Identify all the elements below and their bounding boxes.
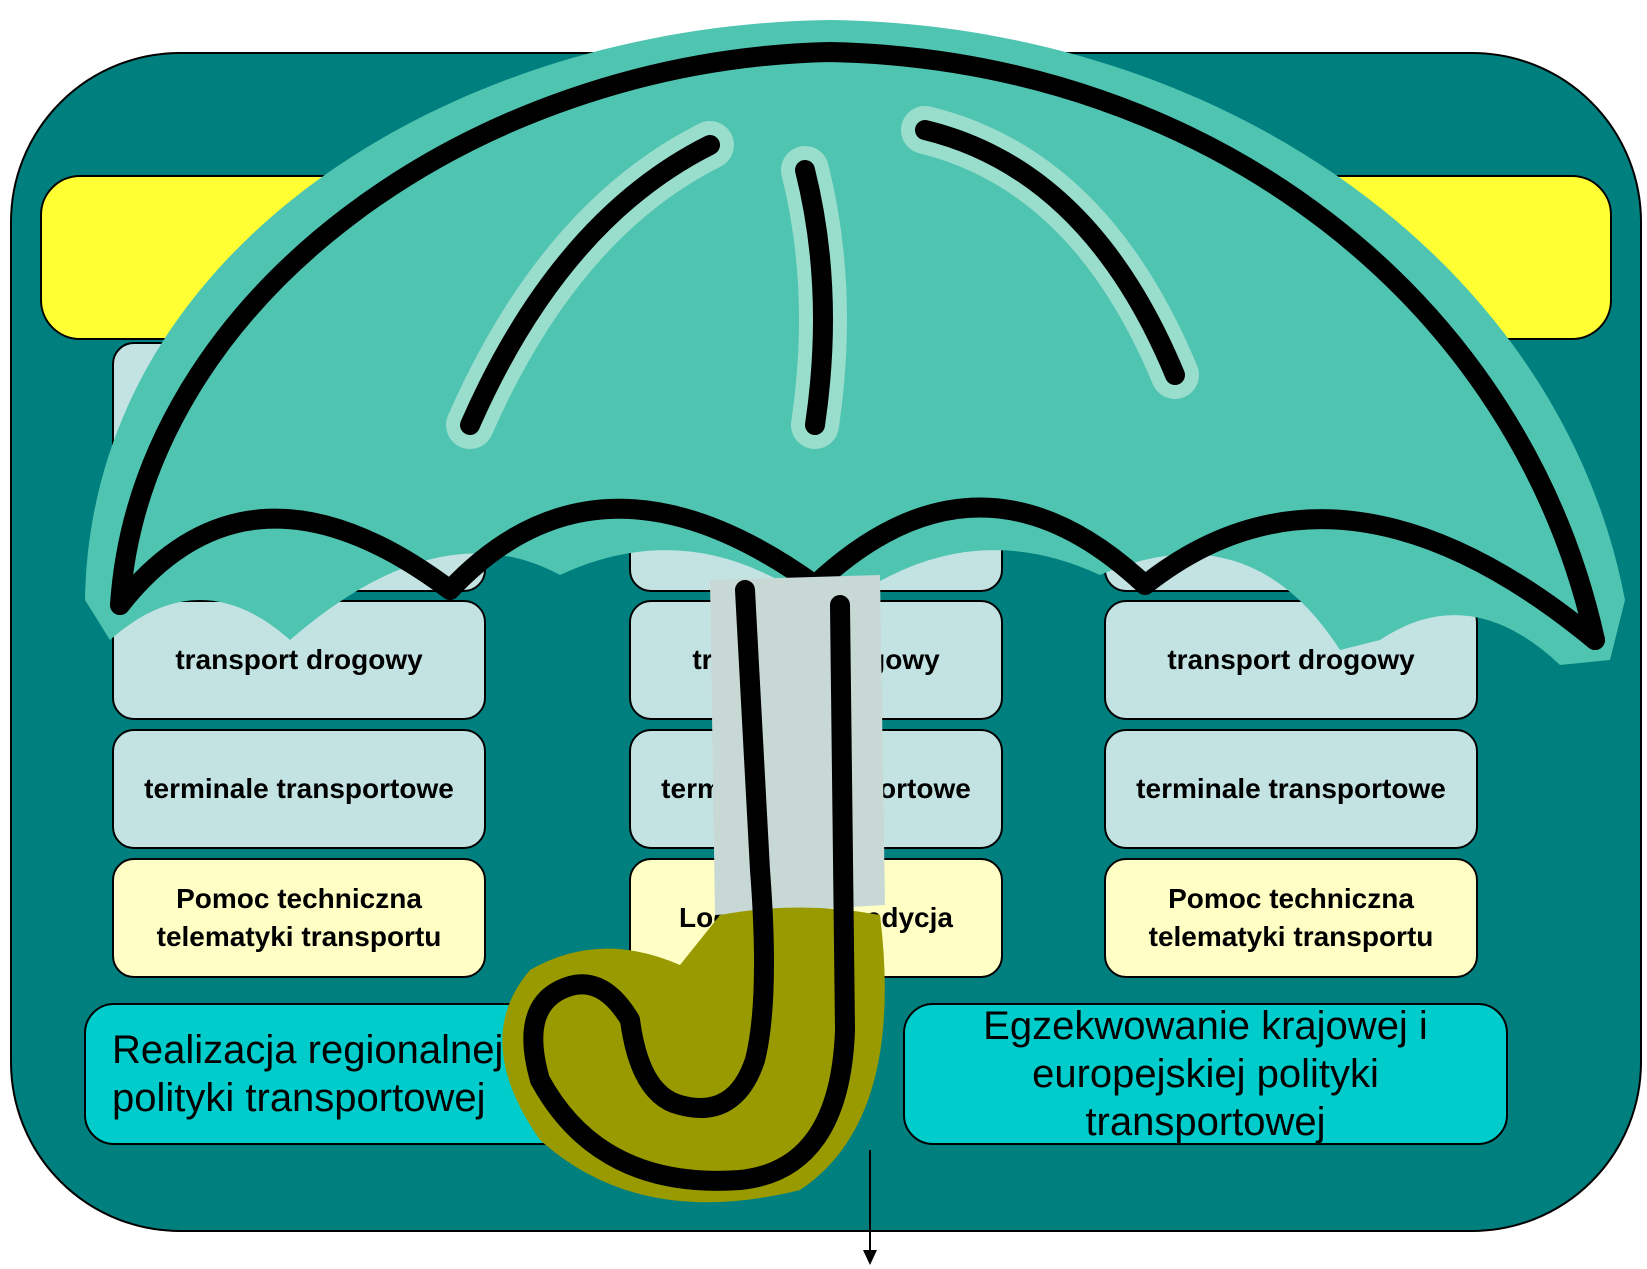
middle-column-box-2: transport drogowy bbox=[629, 600, 1003, 720]
box-label: Pomoc techniczna telematyki transportu bbox=[1149, 880, 1434, 956]
top-banner-text: Z... te... ...i ...y bbox=[696, 232, 956, 284]
right-column-box-1: ...mo... bbox=[1104, 342, 1478, 592]
middle-column-box-3: terminale transportowe bbox=[629, 729, 1003, 849]
left-column-box-4: Pomoc techniczna telematyki transportu bbox=[112, 858, 486, 978]
box-label: Logistyka i spedycja bbox=[679, 899, 953, 937]
box-label: terminale transportowe bbox=[1136, 770, 1446, 808]
bottom-right-box: Egzekwowanie krajowej i europejskiej pol… bbox=[903, 1003, 1508, 1145]
box-label: Pomoc techniczna telematyki transportu bbox=[157, 880, 442, 956]
middle-column-box-4: Logistyka i spedycja bbox=[629, 858, 1003, 978]
box-label: terminale transportowe bbox=[661, 770, 971, 808]
box-label: transport drogowy bbox=[1167, 641, 1414, 679]
box-label: terminale transportowe bbox=[144, 770, 454, 808]
right-column-box-3: terminale transportowe bbox=[1104, 729, 1478, 849]
box-label: ...mo... bbox=[1297, 518, 1386, 556]
box-label: transport drogowy bbox=[692, 641, 939, 679]
left-column-box-3: terminale transportowe bbox=[112, 729, 486, 849]
box-label: transport drogowy bbox=[175, 641, 422, 679]
bottom-right-text: Egzekwowanie krajowej i europejskiej pol… bbox=[983, 1002, 1428, 1146]
middle-column-box-1 bbox=[629, 342, 1003, 592]
left-column-box-2: transport drogowy bbox=[112, 600, 486, 720]
left-column-box-1 bbox=[112, 342, 486, 592]
bottom-left-box: Realizacja regionalnej polityki transpor… bbox=[84, 1003, 624, 1145]
right-column-box-2: transport drogowy bbox=[1104, 600, 1478, 720]
bottom-left-text: Realizacja regionalnej polityki transpor… bbox=[112, 1026, 503, 1122]
top-banner: Z... te... ...i ...y bbox=[40, 175, 1612, 340]
right-column-box-4: Pomoc techniczna telematyki transportu bbox=[1104, 858, 1478, 978]
